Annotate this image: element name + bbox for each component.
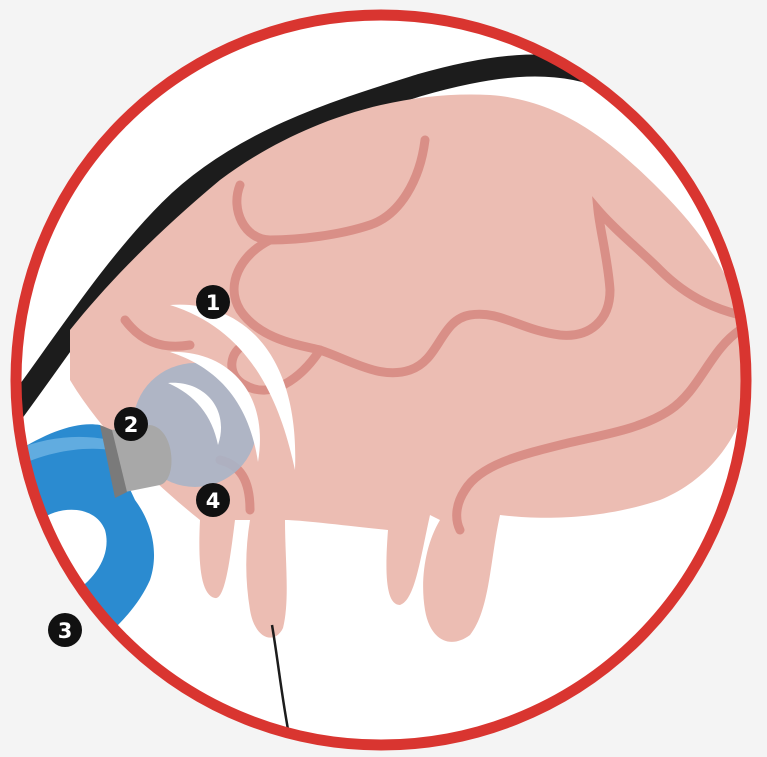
svg-text:1: 1 [206,291,221,315]
marker-2: 2 [114,407,148,441]
svg-text:4: 4 [206,489,221,513]
marker-4: 4 [196,483,230,517]
marker-1: 1 [196,285,230,319]
svg-text:2: 2 [124,413,139,437]
svg-text:3: 3 [58,619,73,643]
marker-3: 3 [48,613,82,647]
